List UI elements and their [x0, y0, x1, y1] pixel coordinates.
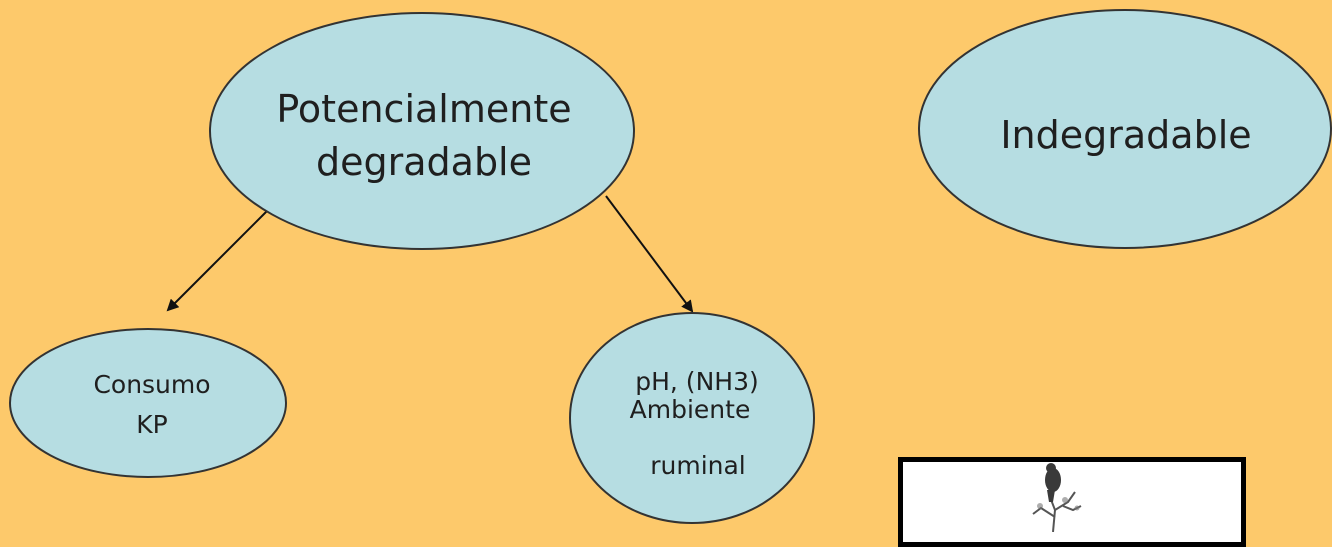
node-label: Indegradable	[1000, 113, 1251, 157]
node-label-line1: Consumo	[93, 370, 210, 399]
node-potencialmente-degradable: Potencialmente degradable	[209, 12, 635, 250]
node-consumo-kp: Consumo KP	[9, 328, 287, 478]
node-label-line1: Potencialmente	[276, 87, 571, 131]
node-ellipse	[569, 312, 815, 524]
animal-on-tree-photo	[898, 457, 1246, 547]
node-label-line2: KP	[136, 410, 167, 439]
node-ellipse	[9, 328, 287, 478]
node-ellipse	[209, 12, 635, 250]
node-indegradable: Indegradable	[918, 9, 1332, 249]
node-label-line1: pH, (NH3)	[635, 367, 758, 396]
node-label-line2: degradable	[316, 140, 532, 184]
arrow-to-consumo	[166, 209, 269, 312]
node-label-line2: Ambiente	[630, 395, 751, 424]
concept-diagram: Potencialmente degradable Indegradable C…	[9, 9, 1332, 524]
node-ambiente-ruminal: pH, (NH3) Ambiente ruminal	[569, 312, 815, 524]
arrow-to-ambiente	[605, 195, 694, 313]
node-label-line3: ruminal	[650, 451, 746, 480]
node-ellipse	[918, 9, 1332, 249]
animal-on-tree-icon	[1032, 463, 1082, 532]
